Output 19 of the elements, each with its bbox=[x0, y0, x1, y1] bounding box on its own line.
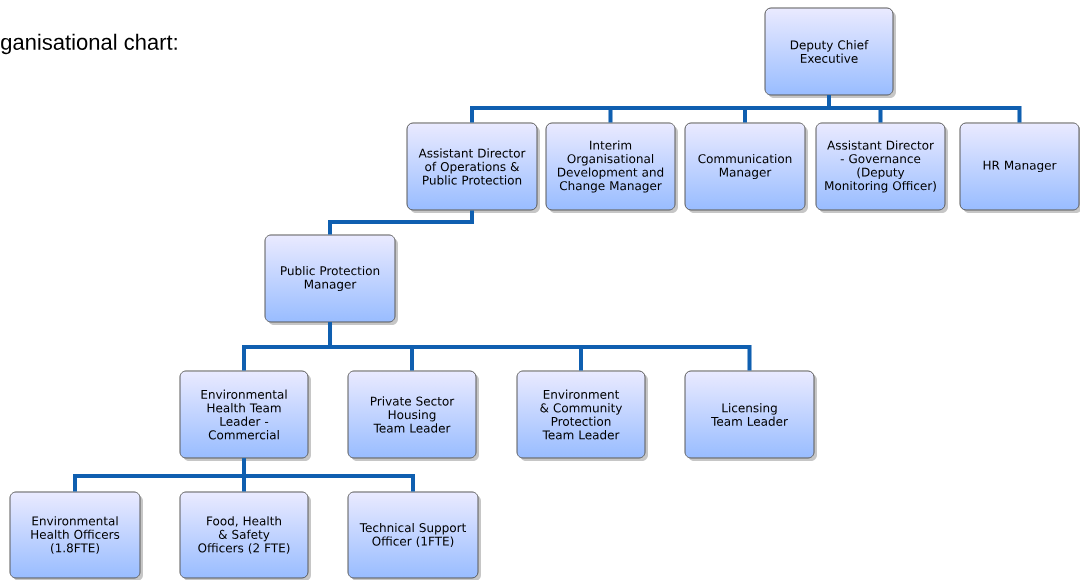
org-box: Licensing Team Leader bbox=[684, 370, 817, 461]
connector bbox=[328, 210, 474, 235]
connector bbox=[328, 322, 752, 371]
org-box: Assistant Director of Operations & Public Protection bbox=[406, 122, 540, 213]
org-box: Environmental Health Officers (1.8FTE) bbox=[9, 491, 143, 580]
org-box: Communication Manager bbox=[684, 122, 808, 213]
org-box: Technical Support Officer (1FTE) bbox=[347, 491, 481, 580]
org-box: Public Protection Manager bbox=[264, 234, 398, 325]
org-box: Food, Health & Safety Officers (2 FTE) bbox=[179, 491, 311, 580]
org-box: Assistant Director - Governance (Deputy Monitoring Officer) bbox=[815, 122, 948, 213]
org-box: Environment & Community Protection Team Leader bbox=[516, 370, 648, 461]
heading: ganisational chart: bbox=[1, 33, 177, 55]
connector bbox=[242, 458, 415, 492]
org-box: Environmental Health Team Leader - Commercial bbox=[179, 370, 311, 461]
org-box: Interim Organisational Development and Change Manager bbox=[545, 122, 678, 213]
org-box: Deputy Chief Executive bbox=[764, 7, 896, 98]
connector bbox=[827, 95, 1022, 123]
org-box: HR Manager bbox=[959, 122, 1080, 213]
org-box: Private Sector Housing Team Leader bbox=[347, 370, 479, 461]
